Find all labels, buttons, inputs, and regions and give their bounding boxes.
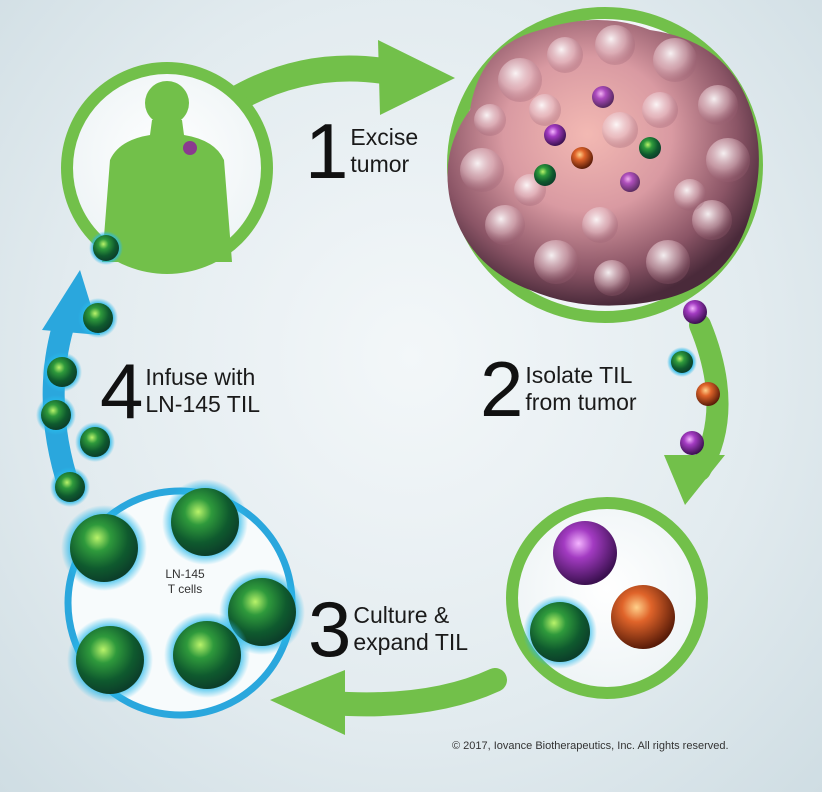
step-text-line2: LN-145 TIL — [145, 391, 261, 417]
step-number: 2 — [480, 345, 523, 433]
step-text-line1: Isolate TIL — [525, 362, 633, 388]
step-2-label: 2 Isolate TIL from tumor — [480, 350, 637, 428]
arrow-isolate — [664, 314, 729, 505]
step-number: 1 — [305, 107, 348, 195]
tumor-marker — [183, 141, 197, 155]
tumor-mass-icon — [447, 20, 759, 306]
step-4-label: 4 Infuse with LN-145 TIL — [100, 352, 260, 430]
step-text: Isolate TIL from tumor — [525, 362, 636, 416]
cells-label-line1: LN-145 — [165, 567, 205, 581]
step-number: 4 — [100, 347, 143, 435]
step-text: Culture & expand TIL — [353, 602, 468, 656]
step-number: 3 — [308, 585, 351, 673]
step-text-line1: Culture & — [353, 602, 450, 628]
step-text-line1: Infuse with — [145, 364, 256, 390]
isolated-cells-stream — [667, 300, 720, 455]
step-text: Infuse with LN-145 TIL — [145, 364, 260, 418]
orange-cell — [611, 585, 675, 649]
infused-cells-stream — [36, 298, 118, 507]
step-text-line2: tumor — [350, 151, 410, 177]
purple-cell — [553, 521, 617, 585]
ln-145-cells-label: LN-145 T cells — [150, 567, 220, 597]
step-text: Excise tumor — [350, 124, 418, 178]
step-1-label: 1 Excise tumor — [305, 112, 418, 190]
t-cell-icon — [530, 602, 590, 662]
copyright-notice: © 2017, Iovance Biotherapeutics, Inc. Al… — [452, 740, 729, 752]
t-cell-icon — [93, 235, 119, 261]
cells-label-line2: T cells — [167, 582, 203, 596]
human-silhouette-icon — [102, 81, 232, 262]
step-3-label: 3 Culture & expand TIL — [308, 590, 468, 668]
t-cell-cluster — [61, 479, 305, 703]
patient-circle — [61, 62, 273, 274]
step-text-line2: from tumor — [525, 389, 637, 415]
step-text-line1: Excise — [350, 124, 419, 150]
tumor-circle — [447, 7, 763, 323]
expanded-cells-circle — [61, 479, 305, 719]
isolated-til-circle — [506, 497, 708, 699]
step-text-line2: expand TIL — [353, 629, 469, 655]
arrow-expand — [270, 668, 507, 735]
